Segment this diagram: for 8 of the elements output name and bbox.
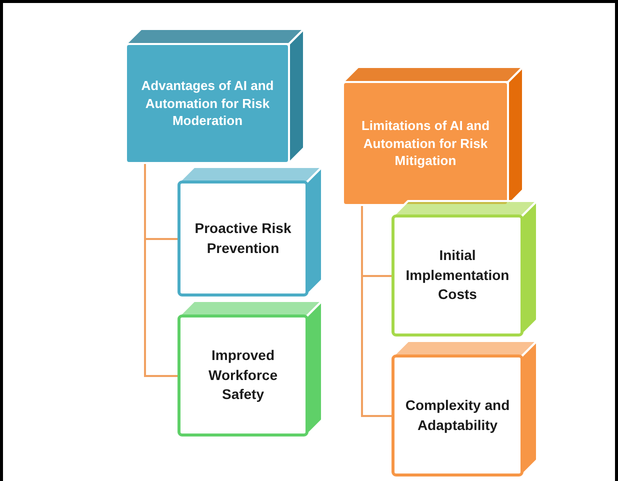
connector-line (361, 206, 392, 417)
item-text: Proactive Risk Prevention (194, 218, 292, 258)
heading-text: Limitations of AI and Automation for Risk Mitigation (360, 117, 491, 170)
item-text: Improved Workforce Safety (208, 346, 278, 404)
item-text: Complexity and Adaptability (404, 396, 511, 435)
item-text: Initial Implementation Costs (404, 246, 510, 304)
heading-text: Advantages of AI and Automation for Risk Moderation (140, 77, 275, 130)
connector-line (144, 164, 178, 377)
